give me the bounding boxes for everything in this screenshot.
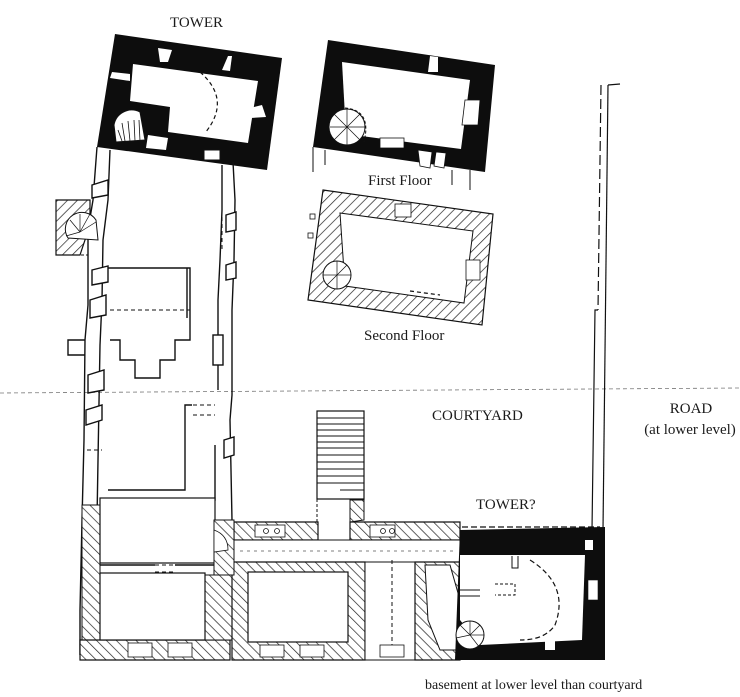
label-road: ROAD — [669, 401, 713, 417]
label-tower-question: TOWER? — [476, 497, 536, 513]
courtyard-steps — [316, 410, 365, 523]
southwest-block — [79, 497, 233, 661]
west-range-dashes — [87, 210, 223, 573]
tower-second-floor-plan — [307, 189, 494, 326]
south-range — [231, 521, 461, 661]
label-first-floor: First Floor — [368, 173, 432, 189]
southeast-tower — [455, 526, 605, 660]
tower-first-floor-plan — [312, 40, 495, 190]
west-south-junction — [213, 519, 235, 576]
label-second-floor: Second Floor — [364, 328, 445, 344]
road-boundary — [591, 83, 621, 531]
section-line — [0, 387, 740, 394]
label-basement-note: basement at lower level than courtyard — [425, 678, 643, 693]
label-road-note: (at lower level) — [644, 422, 736, 438]
spiral-stair-west — [55, 199, 99, 256]
west-wall-windows — [85, 179, 237, 459]
label-courtyard: COURTYARD — [432, 408, 523, 424]
north-tower — [97, 34, 282, 170]
label-tower: TOWER — [170, 15, 224, 31]
